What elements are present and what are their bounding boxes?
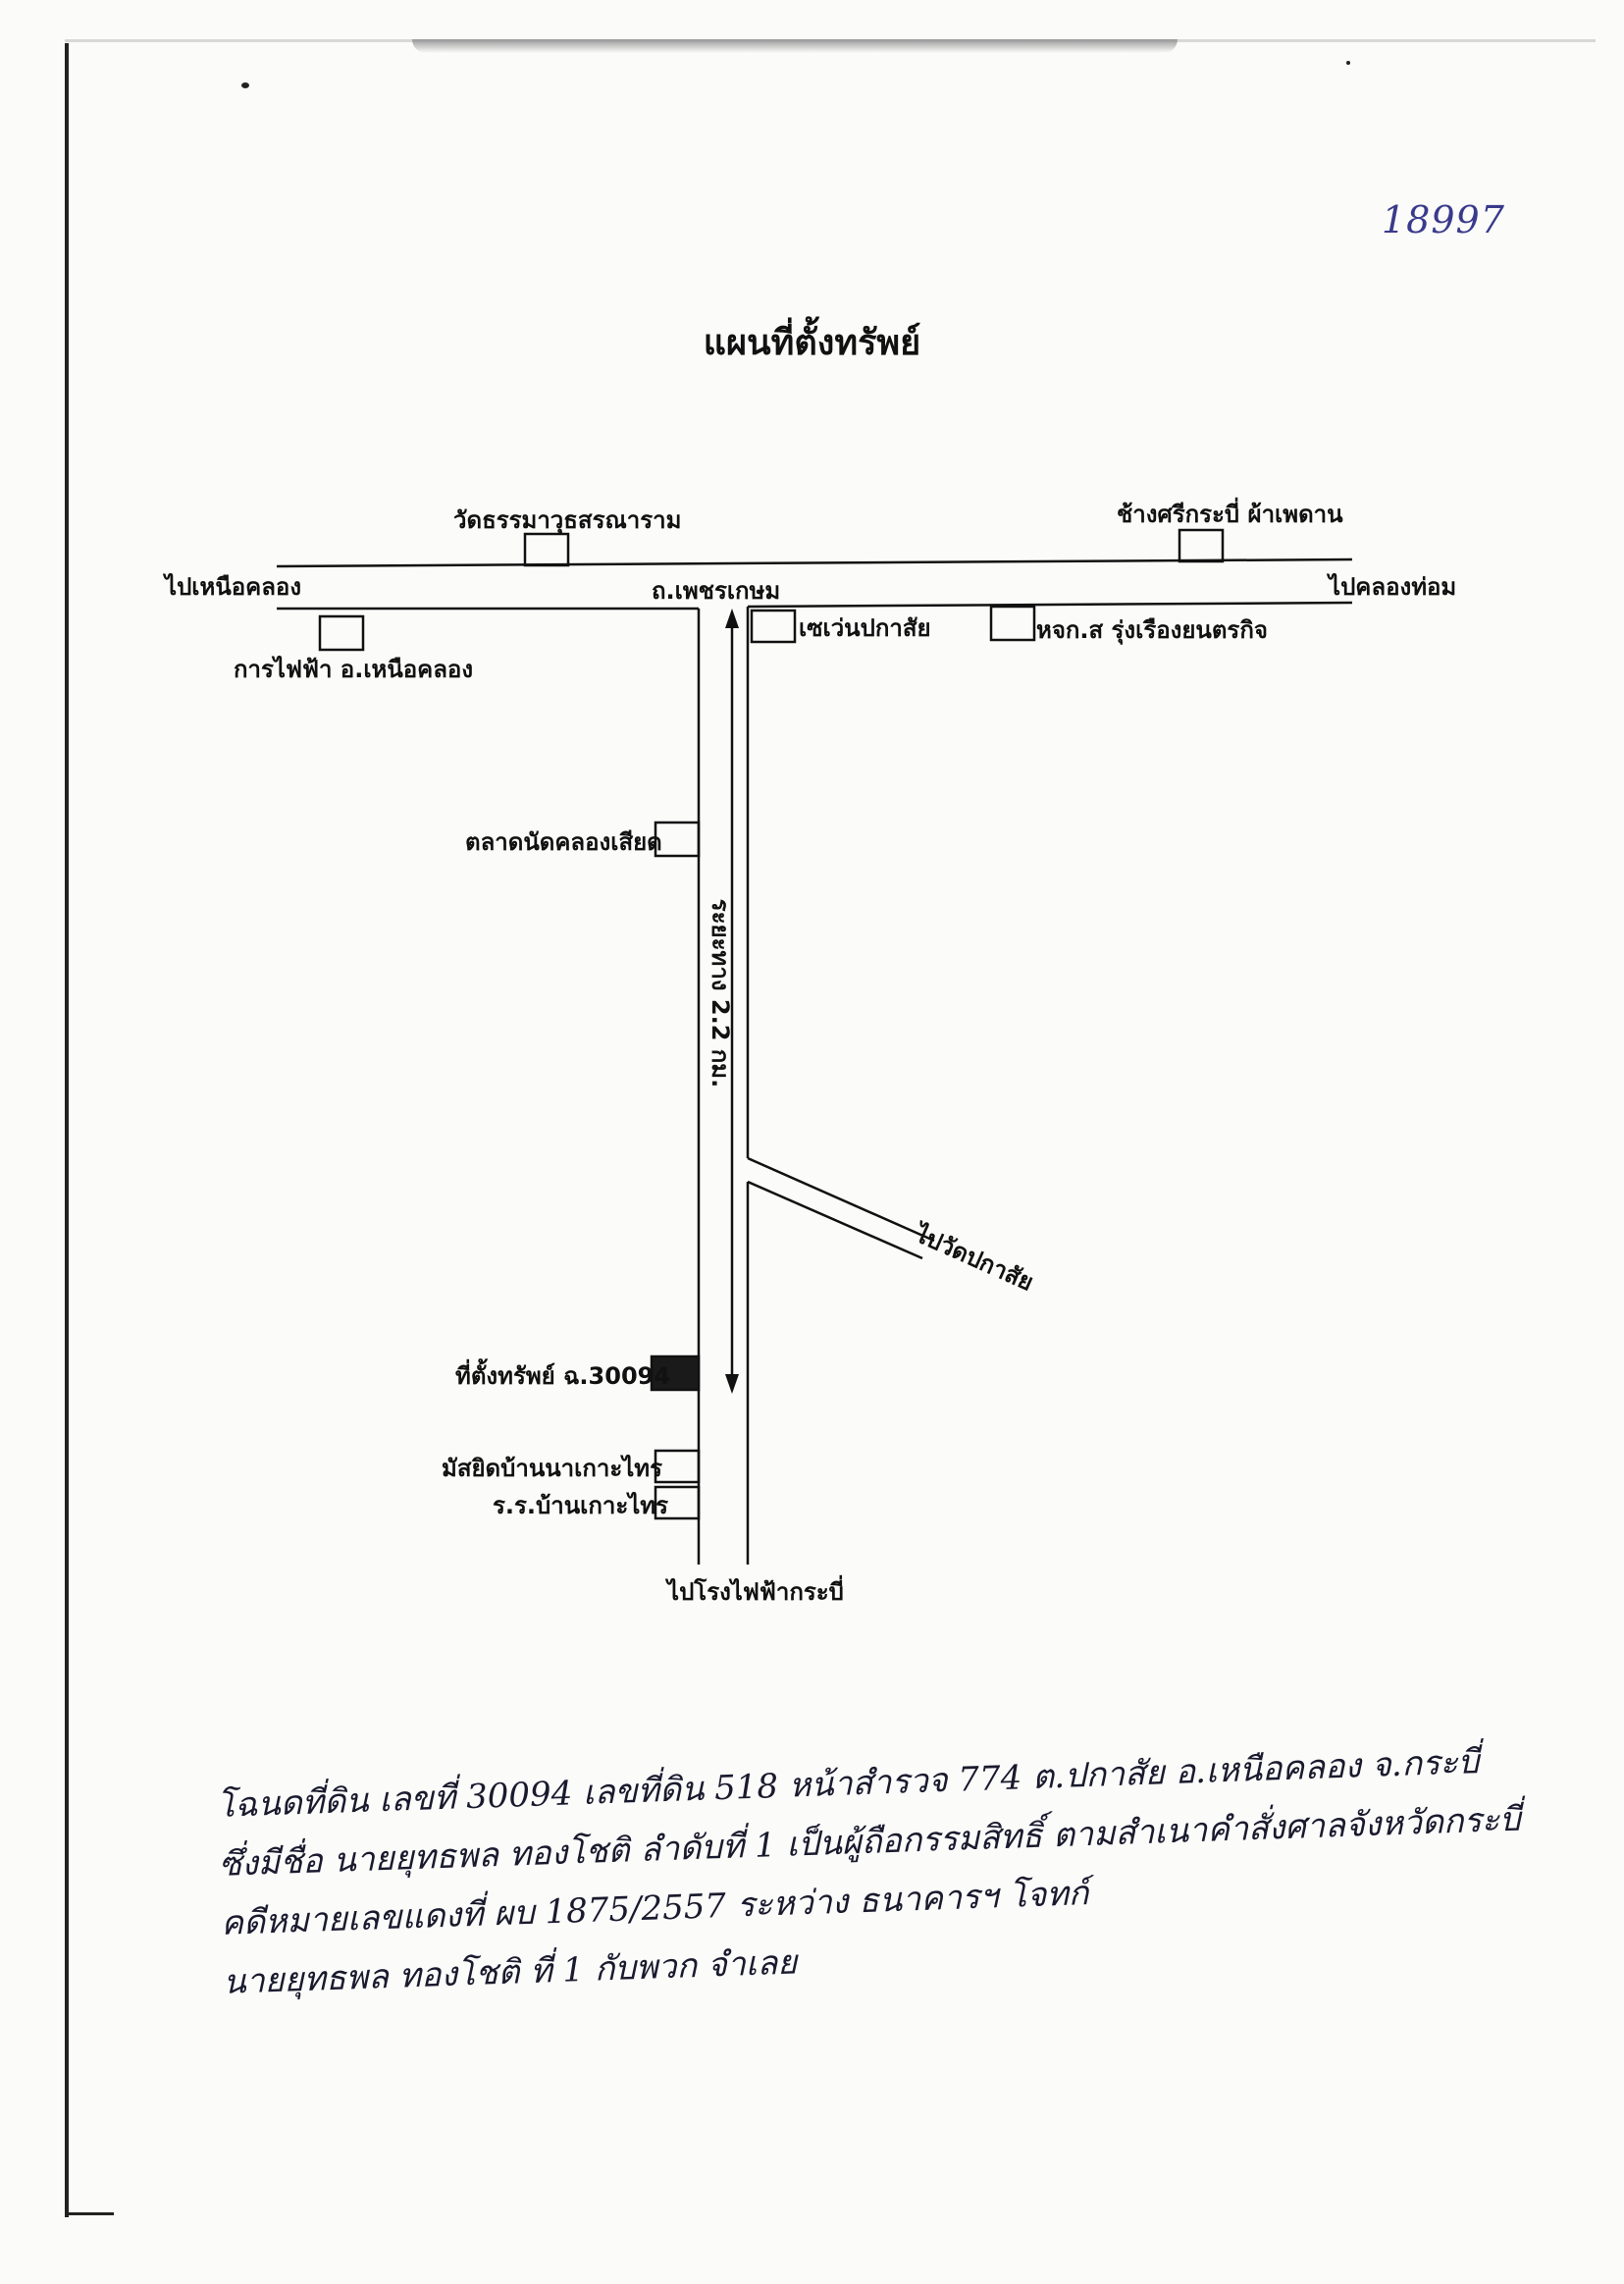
electricity-office-marker — [318, 614, 365, 652]
scan-speck — [241, 82, 249, 88]
mosque-marker — [654, 1449, 701, 1484]
main-road-label: ถ.เพชรเกษม — [652, 577, 781, 605]
to-nuea-khlong-label: ไปเหนือคลอง — [165, 573, 302, 601]
sheet-left-edge — [65, 43, 69, 2217]
distance-arrow-head-up — [725, 609, 739, 628]
to-khlong-thom-label: ไปคลองท่อม — [1329, 573, 1457, 601]
branch-road-lower-edge — [747, 1180, 923, 1260]
branch-road-upper-edge — [747, 1156, 935, 1243]
temple-marker — [523, 532, 570, 567]
seven-eleven-label: เซเว่นปกาสัย — [799, 614, 931, 642]
market-marker — [654, 821, 701, 858]
seven-eleven-marker — [750, 609, 797, 644]
market-label: ตลาดนัดคลองเสียด — [465, 828, 662, 856]
to-power-plant-label: ไปโรงไฟฟ้ากระบี่ — [667, 1578, 844, 1606]
chang-shop-label: ช้างศรีกระบี่ ผ้าเพดาน — [1117, 501, 1343, 528]
rung-rueang-label: หจก.ส รุ่งเรืองยนตรกิจ — [1036, 616, 1268, 644]
map-title: แผนที่ตั้งทรัพย์ — [703, 323, 921, 363]
mosque-label: มัสยิดบ้านนาเกาะไทร — [442, 1455, 662, 1482]
scan-smudge — [412, 39, 1178, 53]
distance-label: ระยะทาง 2.2 กม. — [707, 898, 734, 1089]
property-marker — [650, 1354, 701, 1392]
file-number: 18997 — [1382, 198, 1505, 241]
school-label: ร.ร.บ้านเกาะไทร — [493, 1492, 669, 1519]
scan-speck — [1346, 61, 1350, 65]
property-label: ที่ตั้งทรัพย์ ฉ.30094 — [455, 1362, 671, 1390]
school-marker — [654, 1485, 701, 1520]
sheet-bottom-corner — [65, 2212, 114, 2215]
main-road-bottom-edge-right — [747, 601, 1353, 609]
temple-label: วัดธรรมาวุธสรณาราม — [453, 506, 682, 534]
main-road-top-edge — [276, 558, 1353, 568]
chang-shop-marker — [1178, 528, 1225, 563]
electricity-office-label: การไฟฟ้า อ.เหนือคลอง — [234, 656, 474, 683]
distance-arrow-head-down — [725, 1374, 739, 1394]
rung-rueang-marker — [989, 605, 1036, 642]
handwritten-note: โฉนดที่ดิน เลขที่ 30094 เลขที่ดิน 518 หน… — [216, 1732, 1521, 2012]
